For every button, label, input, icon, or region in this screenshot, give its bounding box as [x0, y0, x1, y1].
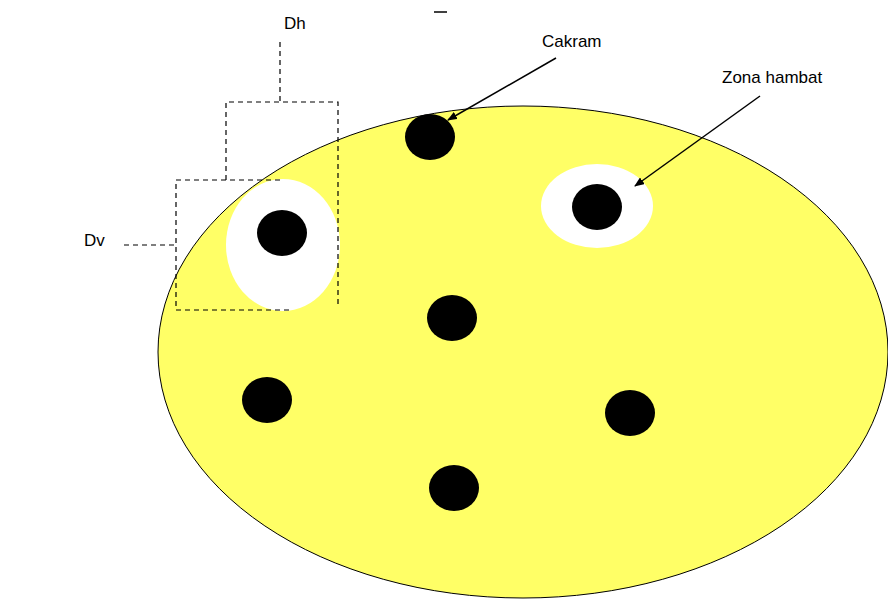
inhibition-zone: [541, 164, 653, 248]
stray-dash: [434, 11, 447, 13]
part-label: Zona hambat: [722, 68, 822, 88]
inhibition-zone: [226, 179, 340, 311]
dimension-label: Dh: [284, 14, 306, 34]
measure-lines: [124, 42, 338, 310]
antibiotic-disks: [242, 114, 655, 511]
agar-plate: [158, 106, 888, 598]
part-label: Cakram: [542, 32, 602, 52]
leader-arrows: [448, 58, 760, 186]
dimension-label: Dv: [84, 231, 105, 251]
